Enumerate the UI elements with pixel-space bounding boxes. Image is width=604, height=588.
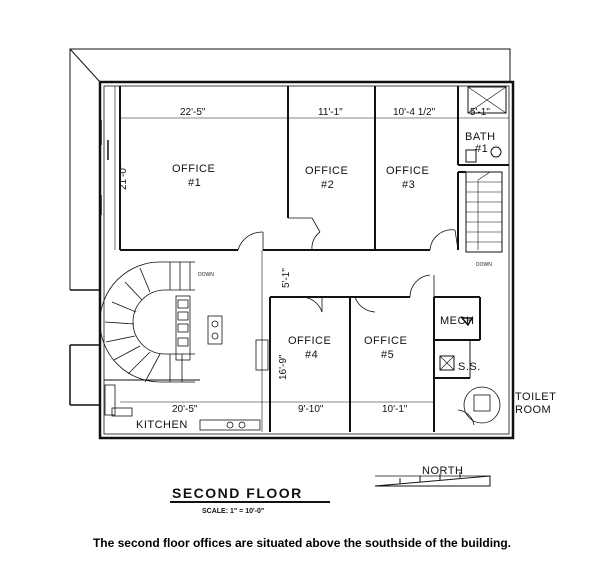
room-office1-label: OFFICE [172,163,215,175]
room-office4-label: OFFICE [288,335,331,347]
room-office5-number: #5 [381,349,394,361]
room-office2-number: #2 [321,179,334,191]
dim-office1-depth: 21'-0" [118,164,129,190]
room-office5-label: OFFICE [364,335,407,347]
dim-office5-width: 10'-1" [382,404,408,415]
dim-office4-width: 9'-10" [298,404,324,415]
mech-door [409,274,435,298]
room-toilet-label: TOILET [515,391,556,403]
stair-right-down-label: DOWN [476,262,492,268]
room-office4-number: #4 [305,349,318,361]
room-ss-label: S.S. [458,361,481,373]
north-label: NORTH [422,465,463,477]
left-curved-stair [99,261,195,383]
mech-icon [460,317,474,327]
north-arrow [374,472,491,487]
bath-toilet [465,149,477,163]
drawing-title: SECOND FLOOR [172,485,303,501]
room-office3-number: #3 [402,179,415,191]
room-kitchen-label: KITCHEN [136,419,188,431]
room-toilet-label-2: ROOM [515,404,551,416]
left-wall-marks [69,120,109,406]
office4-door [299,296,323,313]
drawing-scale: SCALE: 1" = 10'-0" [202,508,264,515]
stair-left-down-label: DOWN [198,272,214,278]
roof-outline [69,48,511,290]
room-office3-label: OFFICE [386,165,429,177]
room-office2-label: OFFICE [305,165,348,177]
bath-sink [490,146,502,158]
room-bath-label: BATH [465,131,496,143]
dim-hall-width: 5'-1" [281,268,292,288]
office1-door [237,231,264,251]
toilet-fixture [463,386,501,424]
dim-office3-width: 10'-4 1/2" [393,107,436,118]
right-stair-treads [466,171,502,250]
dim-office2-width: 11'-1" [318,107,343,118]
dim-kitchen-width: 20'-5" [172,404,198,415]
dim-lower-depth: 16'-9" [278,354,289,380]
dimension-lines [114,86,509,432]
building-outline [98,80,515,440]
dim-office1-width: 22'-5" [180,107,206,118]
dim-bath-width: 5'-1" [470,107,490,118]
room-mech-label: MECH [440,315,474,327]
roof-hip-line [69,48,101,83]
room-office1-number: #1 [188,177,201,189]
toilet-door [457,409,475,426]
bath-shower [467,86,507,114]
ss-sink [439,355,455,371]
caption: The second floor offices are situated ab… [92,536,512,550]
office3-door [429,229,459,251]
office2-door [288,217,321,251]
office5-door [354,296,376,313]
room-bath-number: #1 [475,143,488,155]
